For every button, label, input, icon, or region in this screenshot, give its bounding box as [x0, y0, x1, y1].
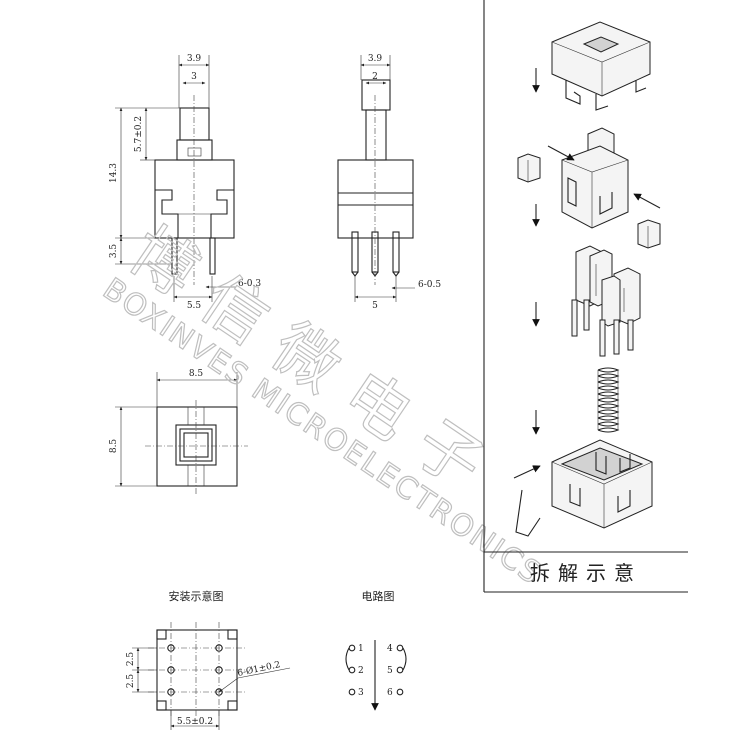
pin-4-label: 4	[387, 644, 393, 654]
mount-hole	[215, 666, 223, 674]
pin-3-label: 3	[358, 688, 364, 698]
cap-part	[551, 21, 651, 111]
actuator-part	[561, 127, 629, 229]
watermark-chinese-text: 博信微电子	[116, 214, 514, 516]
mount-hole	[167, 666, 175, 674]
side-width-top-label: 3.9	[368, 54, 383, 64]
top-view: 8.5 8.5	[109, 369, 248, 496]
watermark: 博信微电子 BOXINVES MICROELECTRONICS	[96, 213, 549, 593]
side-pin-pitch-label: 5	[372, 301, 378, 311]
exploded-caption: 拆解示意	[530, 561, 642, 585]
clip-part	[515, 489, 541, 537]
top-width-label: 8.5	[189, 369, 204, 379]
pin-6-label: 6	[387, 688, 393, 698]
mount-hole	[167, 688, 175, 696]
pin-2-label: 2	[358, 666, 364, 676]
front-pin-length-label: 3.5	[109, 244, 119, 259]
circuit-title: 电路图	[362, 590, 395, 603]
mounting-title: 安装示意图	[169, 589, 224, 603]
front-total-height-label: 14.3	[109, 163, 119, 183]
mount-hole-label: 6-Ø1±0.2	[236, 659, 281, 679]
front-pin-pitch-label: 5.5	[187, 301, 202, 311]
slider-right-part	[637, 219, 661, 249]
spring-part	[597, 367, 620, 433]
mount-pitch-v2-label: 2.5	[126, 674, 136, 689]
mount-hole	[167, 644, 175, 652]
exploded-view-panel: 拆解示意	[483, 0, 688, 593]
side-stem-width-label: 2	[372, 72, 378, 82]
mount-pitch-v1-label: 2.5	[126, 652, 136, 667]
slider-left-part	[517, 153, 541, 183]
front-view: 3.9 3 5.7±0.2 14.3 3.5 6-0.3 5.5	[109, 54, 261, 311]
pin-1-label: 1	[358, 644, 364, 654]
circuit-diagram: 电路图 1 2 3 4 5 6	[345, 590, 407, 711]
mounting-diagram: 安装示意图 2.5 2.5 5.5±0.2 6-Ø1±0.2	[126, 589, 291, 730]
mount-pitch-h-label: 5.5±0.2	[177, 717, 213, 727]
contact-terminals-part	[571, 245, 641, 357]
mount-hole	[215, 644, 223, 652]
front-width-top-label: 3.9	[187, 54, 202, 64]
housing-part	[551, 439, 653, 529]
side-pin-width-label: 6-0.5	[418, 280, 441, 290]
pin-5-label: 5	[387, 666, 393, 676]
front-stem-width-label: 3	[191, 72, 197, 82]
top-height-label: 8.5	[109, 439, 119, 454]
front-pin-width-label: 6-0.3	[238, 279, 261, 289]
front-stem-height-label: 5.7±0.2	[134, 116, 144, 152]
side-view: 3.9 2 6-0.5 5	[337, 54, 441, 311]
